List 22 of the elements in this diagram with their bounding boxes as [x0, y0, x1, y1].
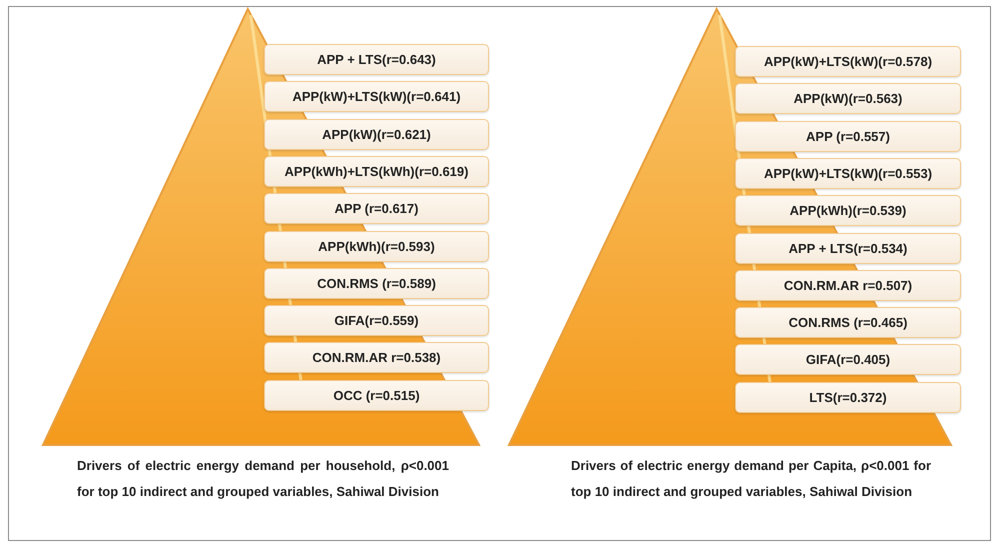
- variable-box: GIFA(r=0.559): [264, 305, 489, 336]
- caption-text: Drivers of electric energy demand per household, ρ<0.001 for top 10 indirect and grouped variables, Sahiwal Division: [77, 457, 449, 501]
- variable-box: APP(kW)+LTS(kW)(r=0.553): [735, 158, 961, 189]
- variable-box: APP(kW)(r=0.563): [735, 83, 961, 114]
- variable-box: APP(kWh)(r=0.539): [735, 195, 961, 226]
- variable-box: APP(kWh)+LTS(kWh)(r=0.619): [264, 156, 489, 187]
- variable-box: APP (r=0.557): [735, 120, 961, 152]
- variable-box: APP (r=0.617): [264, 193, 489, 224]
- variable-box: APP + LTS(r=0.643): [264, 44, 489, 75]
- caption-text: Drivers of electric energy demand per Capita, ρ<0.001 for top 10 indirect and grouped variables, Sahiwal Division: [571, 457, 931, 501]
- variable-box: CON.RMS (r=0.465): [735, 307, 961, 338]
- variable-box: APP + LTS(r=0.534): [735, 232, 961, 264]
- variable-box: CON.RM.AR r=0.507): [735, 270, 961, 301]
- variable-box: GIFA(r=0.405): [735, 344, 961, 376]
- variable-box: APP(kW)+LTS(kW)(r=0.578): [735, 46, 961, 77]
- variable-box: OCC (r=0.515): [264, 380, 489, 411]
- variable-box: CON.RMS (r=0.589): [264, 268, 489, 299]
- variable-box: APP(kW)(r=0.621): [264, 118, 489, 150]
- variable-box: APP(kWh)(r=0.593): [264, 230, 489, 262]
- variable-box: CON.RM.AR r=0.538): [264, 342, 489, 374]
- variable-box: LTS(r=0.372): [735, 382, 961, 413]
- variable-box: APP(kW)+LTS(kW)(r=0.641): [264, 81, 489, 112]
